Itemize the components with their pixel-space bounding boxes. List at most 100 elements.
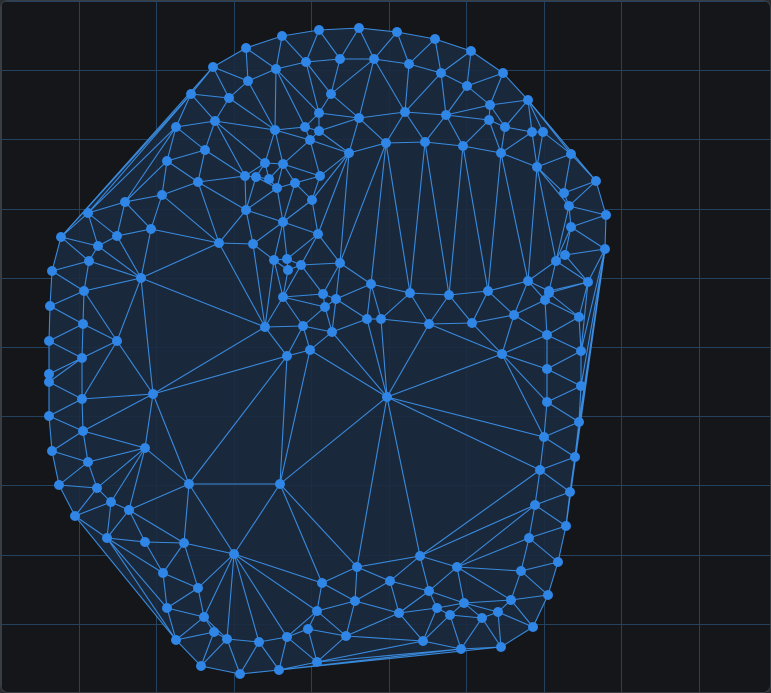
mesh-edge — [539, 456, 576, 471]
mesh-node — [77, 394, 87, 404]
mesh-edge — [286, 233, 319, 260]
mesh-node — [77, 353, 87, 363]
mesh-edge — [183, 542, 199, 589]
mesh-edge — [409, 141, 426, 294]
mesh-edge — [471, 322, 503, 355]
mesh-edge — [245, 209, 284, 223]
mesh-node — [140, 443, 150, 453]
mesh-edge — [373, 31, 398, 60]
mesh-edge — [544, 299, 580, 318]
mesh-edge — [279, 483, 358, 568]
mesh-node — [335, 258, 345, 268]
mesh-edge — [48, 357, 83, 383]
mesh-edge — [373, 58, 410, 65]
mesh-edge — [322, 262, 341, 295]
mesh-node — [305, 135, 315, 145]
mesh-edge — [510, 599, 534, 628]
mesh-edge — [532, 594, 549, 628]
mesh-edge — [309, 139, 321, 177]
mesh-edge — [87, 126, 177, 214]
mesh-node — [222, 634, 232, 644]
mesh-edge — [183, 542, 235, 555]
mesh-edge — [152, 326, 266, 395]
mesh-edge — [557, 525, 567, 563]
mesh-node — [184, 479, 194, 489]
mesh-edge — [175, 93, 192, 128]
mesh-node — [424, 319, 434, 329]
mesh-edge — [200, 665, 241, 675]
mesh-edge — [358, 27, 375, 60]
mesh-node — [47, 446, 57, 456]
mesh-edge — [428, 294, 450, 325]
mesh-edge — [470, 50, 504, 74]
mesh-edge — [51, 236, 62, 272]
mesh-edge — [274, 68, 277, 131]
mesh-edge — [110, 447, 146, 503]
mesh-edge — [471, 290, 489, 324]
mesh-edge — [570, 214, 607, 228]
mesh-edge — [233, 553, 323, 584]
mesh-edge — [318, 29, 341, 60]
mesh-edge — [166, 149, 206, 162]
mesh-edge — [106, 537, 168, 609]
mesh-node — [313, 229, 323, 239]
mesh-edge — [389, 555, 421, 582]
mesh-edge — [144, 447, 190, 485]
mesh-node — [282, 254, 292, 264]
mesh-edge — [247, 80, 276, 131]
mesh-edge — [264, 129, 276, 164]
mesh-edge — [370, 283, 411, 294]
mesh-edge — [282, 199, 313, 223]
mesh-edge — [309, 349, 388, 398]
mesh-node — [158, 568, 168, 578]
mesh-edge — [409, 292, 450, 296]
mesh-edge — [264, 296, 284, 328]
mesh-edge — [282, 293, 324, 298]
mesh-edge — [595, 180, 607, 216]
mesh-edge — [386, 323, 430, 398]
mesh-edge — [449, 614, 462, 650]
mesh-node — [264, 174, 274, 184]
mesh-node — [260, 322, 270, 332]
mesh-edge — [316, 648, 462, 663]
mesh-node — [591, 176, 601, 186]
mesh-node — [444, 290, 454, 300]
mesh-edge — [466, 72, 504, 87]
mesh-edge — [60, 236, 99, 247]
mesh-node — [458, 141, 468, 151]
mesh-node — [44, 377, 54, 387]
mesh-edge — [398, 612, 424, 642]
mesh-edge — [358, 117, 387, 144]
mesh-edge — [245, 187, 278, 211]
mesh-edge — [536, 166, 565, 194]
mesh-edge — [82, 430, 89, 463]
mesh-edge — [197, 149, 206, 183]
mesh-node — [400, 107, 410, 117]
mesh-node — [369, 54, 379, 64]
mesh-edge — [282, 296, 304, 327]
mesh-edge — [385, 111, 406, 144]
mesh-edge — [81, 340, 118, 359]
mesh-edge — [124, 160, 168, 203]
mesh-edge — [317, 233, 341, 264]
mesh-node — [436, 68, 446, 78]
mesh-edge — [456, 537, 530, 568]
mesh-edge — [214, 120, 246, 177]
mesh-edge — [546, 334, 582, 352]
mesh-edge — [580, 281, 589, 352]
mesh-edge — [396, 31, 436, 40]
mesh-node — [248, 239, 258, 249]
mesh-edge — [282, 182, 296, 223]
mesh-node — [112, 231, 122, 241]
mesh-edge — [60, 93, 192, 238]
mesh-edge — [408, 63, 442, 74]
mesh-edge — [497, 611, 502, 648]
mesh-edge — [279, 349, 311, 485]
mesh-edge — [144, 541, 185, 544]
mesh-edge — [358, 27, 398, 33]
mesh-edge — [274, 129, 284, 165]
mesh-node — [551, 256, 561, 266]
mesh-node — [146, 224, 156, 234]
mesh-edge — [307, 628, 318, 663]
mesh-edge — [264, 326, 288, 357]
